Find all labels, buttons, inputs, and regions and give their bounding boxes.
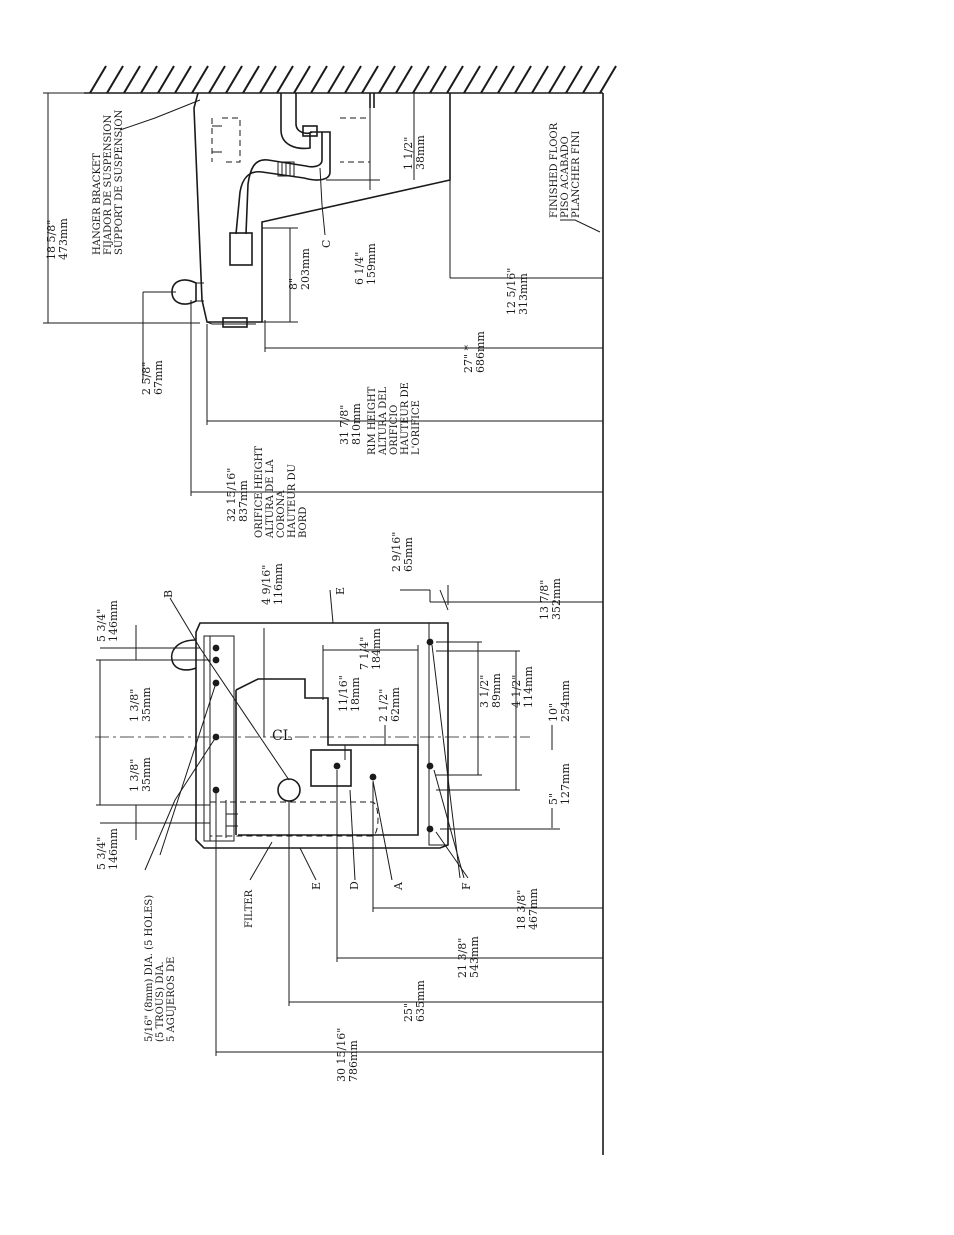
rim-height-label: RIM HEIGHT ALTURA DEL ORIFICIO HAUTEUR D…	[367, 379, 422, 456]
wall	[84, 65, 617, 94]
dim-6-1-4: 6 1/4"159mm	[353, 243, 378, 285]
wall-hatch-mark	[446, 65, 464, 94]
wall-hatch-mark	[361, 65, 379, 94]
finished-floor-label: FINISHED FLOOR PISO ACABADO PLANCHER FIN…	[549, 120, 582, 218]
dim-5-3-4-bot: 5 3/4"146mm	[95, 828, 120, 870]
dim-30-15-16: 30 15/16"786mm	[335, 1028, 360, 1082]
dim-25: 25"635mm	[402, 980, 427, 1022]
callout-b: B	[162, 590, 175, 598]
drain-outlet	[229, 232, 253, 266]
dim-4-9-16: 4 9/16"116mm	[260, 563, 285, 605]
dim-8: 8"203mm	[287, 248, 312, 290]
dim-3-1-2: 3 1/2"89mm	[478, 673, 503, 708]
wall-hatch-mark	[463, 65, 481, 94]
holes-label: 5/16" (8mm) DIA. (5 HOLES) (5 TROUS) DIA…	[144, 892, 177, 1042]
callout-a: A	[392, 881, 405, 891]
wall-hatch-mark	[582, 65, 600, 94]
wall-hatch-mark	[531, 65, 549, 94]
side-view	[171, 92, 451, 328]
dim-31-7-8: 31 7/8"810mm	[338, 403, 363, 445]
dim-32-15-16: 32 15/16"837mm	[225, 468, 250, 522]
dim-1-3-8-a: 1 3/8"35mm	[128, 687, 153, 722]
wall-hatch-mark	[123, 65, 141, 94]
orifice-height-label: ORIFICE HEIGHT ALTURA DE LA CORONA HAUTE…	[254, 443, 309, 539]
wall-hatch-mark	[327, 65, 345, 94]
wall-hatch-mark	[157, 65, 175, 94]
drain-fitting	[222, 317, 248, 328]
dim-4-1-2: 4 1/2"114mm	[510, 666, 535, 708]
dim-13-7-8: 13 7/8"352mm	[538, 578, 563, 620]
dim-12-5-16: 12 5/16"313mm	[505, 268, 530, 315]
cabinet-outline	[193, 92, 451, 323]
wall-hatch-mark	[599, 65, 617, 94]
dim-1-1-2: 1 1/2"38mm	[402, 135, 427, 170]
wall-hatch-mark	[106, 65, 124, 94]
callout-d: D	[348, 881, 361, 890]
callout-e-bot: E	[310, 882, 323, 890]
center-line-label: CL	[272, 728, 292, 744]
wall-hatch-mark	[548, 65, 566, 94]
wall-hatch-mark	[565, 65, 583, 94]
wall-hatch-mark	[293, 65, 311, 94]
wall-hatch-mark	[174, 65, 192, 94]
dim-2-9-16: 2 9/16"65mm	[390, 532, 415, 572]
plan-view	[95, 622, 530, 849]
callout-e-top: E	[334, 587, 347, 595]
dim-1-3-8-b: 1 3/8"35mm	[128, 757, 153, 792]
dim-2-1-2: 2 1/2"62mm	[377, 687, 402, 722]
dimension-texts: 18 5/8"473mm 2 5/8"67mm 8"203mm 6 1/4"15…	[45, 135, 572, 1082]
label-texts: HANGER BRACKET FIJADOR DE SUSPENSION SUP…	[92, 109, 582, 1042]
dim-27: 27" *686mm	[462, 331, 487, 373]
wall-hatch-mark	[395, 65, 413, 94]
wall-hatch-mark	[497, 65, 515, 94]
dim-10: 10"254mm	[547, 680, 572, 722]
drain-circle	[277, 778, 301, 802]
wall-hatch-mark	[89, 65, 107, 94]
dim-11-16: 11/16"18mm	[337, 675, 362, 712]
drain-trap	[280, 93, 313, 150]
wall-hatch-mark	[412, 65, 430, 94]
dim-5: 5"127mm	[547, 763, 572, 805]
valve-box	[310, 749, 352, 787]
side-dimensions	[43, 92, 603, 496]
wall-hatch-mark	[378, 65, 396, 94]
dim-5-3-4-top: 5 3/4"146mm	[95, 600, 120, 642]
wall-hatch-mark	[276, 65, 294, 94]
wall-hatch-mark	[140, 65, 158, 94]
wall-hatch-mark	[259, 65, 277, 94]
plan-bubbler-icon	[170, 639, 197, 671]
wall-hatch-mark	[225, 65, 243, 94]
dim-2-5-8: 2 5/8"67mm	[140, 360, 165, 395]
wall-hatch-mark	[429, 65, 447, 94]
wall-hatch-mark	[514, 65, 532, 94]
callout-c: C	[320, 240, 333, 248]
wall-hatch-mark	[208, 65, 226, 94]
wall-hatch-mark	[344, 65, 362, 94]
wall-hatch-mark	[242, 65, 260, 94]
hanger-bracket-label: HANGER BRACKET FIJADOR DE SUSPENSION SUP…	[92, 109, 125, 255]
wall-hatch-mark	[480, 65, 498, 94]
dim-7-1-4: 7 1/4"184mm	[358, 628, 383, 670]
callout-f: F	[460, 882, 473, 890]
wall-hatch-mark	[310, 65, 328, 94]
dim-21-3-8: 21 3/8"543mm	[456, 936, 481, 978]
wall-hatch-mark	[191, 65, 209, 94]
filter-label: FILTER	[244, 889, 255, 928]
plan-dimensions	[96, 585, 603, 1056]
dim-18-3-8: 18 3/8"467mm	[515, 888, 540, 930]
dim-18-5-8: 18 5/8"473mm	[45, 218, 70, 260]
